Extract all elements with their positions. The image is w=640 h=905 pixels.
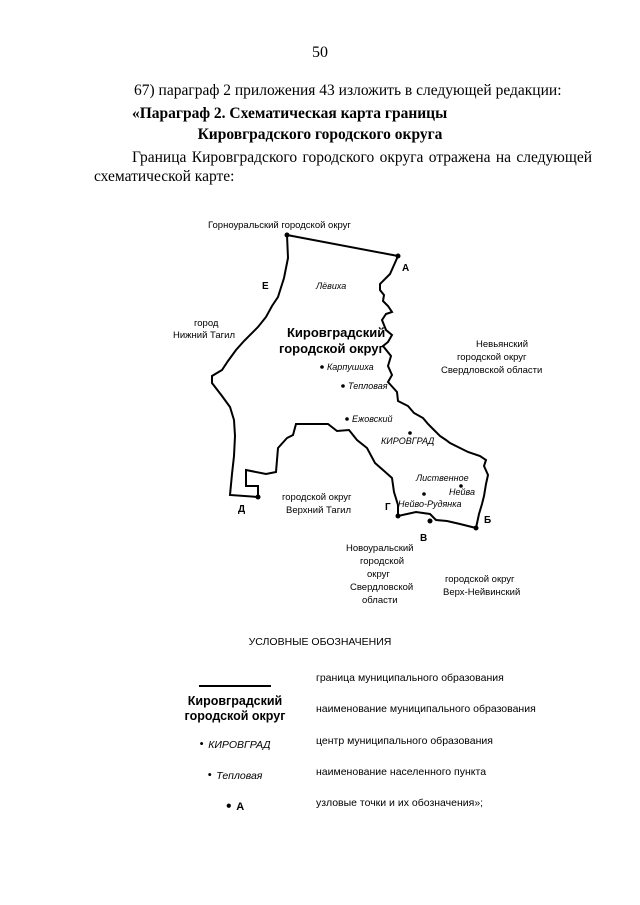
body-line-1: Граница Кировградского городского округа… xyxy=(132,149,592,166)
legend-settlement-desc: наименование населенного пункта xyxy=(316,766,487,778)
neighbor-south-line-1: Новоуральский xyxy=(346,543,413,554)
settlement-neyvo-rudyanka: Нейво-Рудянка xyxy=(398,499,462,509)
node-v-dot xyxy=(427,518,433,524)
neighbor-west-line-2: Нижний Тагил xyxy=(173,330,235,341)
page-number: 50 xyxy=(312,44,328,61)
neighbor-east-line-3: Свердловской области xyxy=(441,365,542,376)
neighbor-east-line-2: городской округ xyxy=(457,352,527,363)
neighbor-north: Горноуральский городской округ xyxy=(208,220,351,231)
node-b-label: Б xyxy=(484,515,491,526)
node-a-dot xyxy=(395,253,401,259)
legend-district-name-desc: наименование муниципального образования xyxy=(316,703,536,715)
neighbor-south-line-3: округ xyxy=(367,569,390,580)
settlement-neyvo-rudyanka-dot xyxy=(422,492,426,496)
district-name-line-1: Кировградский xyxy=(287,325,385,340)
node-e-label: Е xyxy=(262,281,269,292)
legend-node-symbol: А xyxy=(236,801,245,813)
legend-center-desc: центр муниципального образования xyxy=(316,735,493,747)
legend-boundary-line xyxy=(199,684,271,687)
settlement-ezhovsky: Ежовский xyxy=(352,414,392,424)
legend-center-dot: ● xyxy=(199,740,204,748)
legend-center-symbol: КИРОВГРАД xyxy=(208,739,271,751)
intro-line: 67) параграф 2 приложения 43 изложить в … xyxy=(134,82,562,99)
neighbor-east-line-1: Невьянский xyxy=(476,339,528,350)
heading-line-1: «Параграф 2. Схематическая карта границы xyxy=(132,105,448,122)
legend-node-dot: ● xyxy=(225,800,232,812)
node-g-label: Г xyxy=(385,502,391,513)
node-g-dot xyxy=(395,513,401,519)
node-e-dot xyxy=(284,232,290,238)
neighbor-southeast-line-2: Верх-Нейвинский xyxy=(443,587,520,598)
settlement-teplovaya: Тепловая xyxy=(348,381,388,391)
neighbor-southwest-line-2: Верхний Тагил xyxy=(286,505,351,516)
neighbor-south-line-2: городской xyxy=(360,556,404,567)
neighbor-west-line-1: город xyxy=(194,318,219,329)
neighbor-south-line-4: Свердловской xyxy=(350,582,413,593)
neighbor-southeast-line-1: городской округ xyxy=(445,574,515,585)
settlement-kirovgrad: КИРОВГРАД xyxy=(381,436,435,446)
heading-line-2: Кировградского городского округа xyxy=(197,126,443,143)
node-v-label: В xyxy=(420,533,427,544)
node-d-label: Д xyxy=(238,504,245,515)
legend-settlement-dot: ● xyxy=(207,771,212,779)
settlement-listvennoe: Лиственное xyxy=(415,473,469,483)
neighbor-southwest-line-1: городской округ xyxy=(282,492,352,503)
node-a-label: А xyxy=(402,263,409,274)
legend-node-desc: узловые точки и их обозначения»; xyxy=(316,797,484,809)
legend-settlement-symbol: Тепловая xyxy=(216,770,263,782)
settlement-karpushikha-dot xyxy=(320,365,324,369)
node-d-dot xyxy=(255,494,261,500)
legend-district-name-line-1: Кировградский xyxy=(187,694,283,708)
body-line-2: схематической карте: xyxy=(94,168,235,185)
settlement-levikha: Лёвиха xyxy=(315,281,346,291)
settlement-ezhovsky-dot xyxy=(345,417,349,421)
neighbor-south-line-5: области xyxy=(362,595,398,606)
legend-boundary-desc: граница муниципального образования xyxy=(316,672,504,684)
settlement-neyva: Нейва xyxy=(449,487,475,497)
settlement-karpushikha: Карпушиха xyxy=(327,362,374,372)
node-b-dot xyxy=(473,525,479,531)
kirovgrad-center-dot xyxy=(408,431,412,435)
district-name-line-2: городской округ xyxy=(279,341,385,356)
settlement-neyva-dot xyxy=(459,484,463,488)
legend-title: УСЛОВНЫЕ ОБОЗНАЧЕНИЯ xyxy=(248,636,392,648)
settlement-teplovaya-dot xyxy=(341,384,345,388)
legend-district-name-line-2: городской округ xyxy=(184,709,286,723)
district-boundary xyxy=(211,234,490,530)
